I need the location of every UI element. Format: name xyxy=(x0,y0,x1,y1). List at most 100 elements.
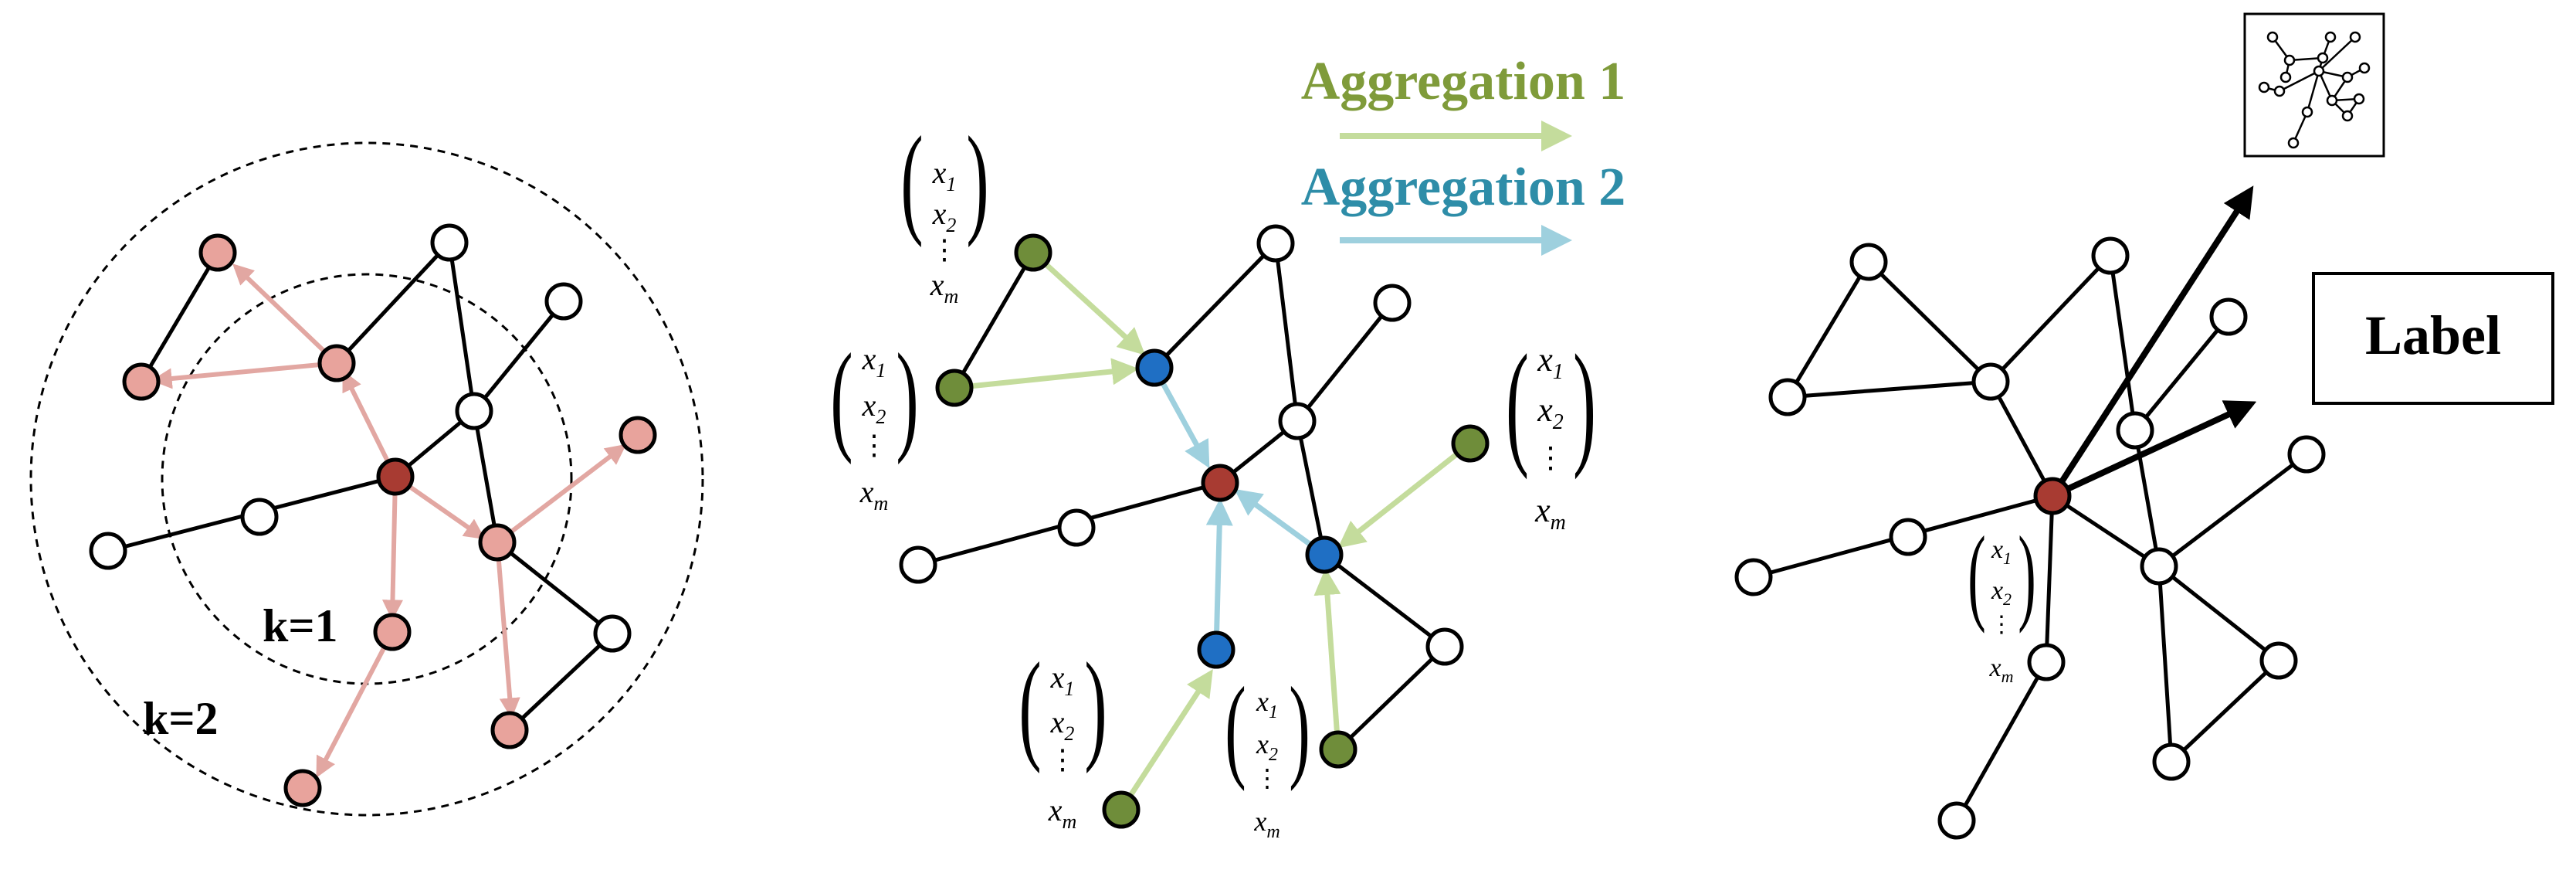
vector-entry: x xyxy=(930,267,944,302)
svg-text:xm: xm xyxy=(1048,793,1077,833)
outer-hop-ring xyxy=(29,141,704,817)
vector-entry: x xyxy=(1991,576,2003,605)
label-output-box: Label xyxy=(2312,272,2554,405)
panel-neighborhood: k=1 k=2 xyxy=(29,141,704,817)
feature-vector: ( ) x1 x2 ⋮ xm xyxy=(1019,637,1107,833)
svg-text:(: ( xyxy=(1225,664,1246,792)
vector-entry: x xyxy=(862,388,876,423)
graph-nodes xyxy=(899,224,1490,829)
svg-text:xm: xm xyxy=(930,267,959,307)
outer-ring-label: k=2 xyxy=(143,693,219,744)
feature-vector: ( ) x1 x2 ⋮ xm xyxy=(1506,325,1596,535)
svg-text:x2: x2 xyxy=(932,196,957,236)
vector-entry-subscript: 2 xyxy=(876,406,886,428)
graph-level-output-box xyxy=(2243,12,2385,158)
panel-prediction: Label xyxy=(1734,12,2554,840)
vector-ellipsis: ⋮ xyxy=(1990,612,2013,637)
feature-vector: ( ) x1 x2 ⋮ xm xyxy=(830,328,918,515)
vector-entry: x xyxy=(932,196,947,231)
svg-text:): ) xyxy=(1084,637,1107,773)
graph-edges xyxy=(917,242,1446,751)
vector-entry-subscript: 2 xyxy=(946,214,956,236)
svg-text:): ) xyxy=(2018,514,2035,634)
inner-hop-ring xyxy=(161,273,573,685)
svg-text:): ) xyxy=(966,110,988,247)
panel-aggregation: Aggregation 1 Aggregation 2 xyxy=(899,52,1626,829)
svg-text:xm: xm xyxy=(1253,806,1280,842)
svg-text:xm: xm xyxy=(1534,491,1566,535)
svg-text:x1: x1 xyxy=(1050,660,1075,700)
svg-text:): ) xyxy=(896,328,918,464)
graph-edges xyxy=(1753,254,2308,822)
vector-entry: x xyxy=(1048,793,1063,827)
vector-entry-subscript: 2 xyxy=(2003,589,2012,609)
svg-text:x1: x1 xyxy=(1537,341,1564,384)
aggregation-1-arrows xyxy=(954,250,1473,811)
vector-entry-subscript: 2 xyxy=(1553,410,1564,434)
svg-text:x1: x1 xyxy=(862,341,886,382)
legend-aggregation-2-label: Aggregation 2 xyxy=(1301,158,1626,217)
graph-nodes xyxy=(89,223,657,807)
vector-entry: x xyxy=(859,474,874,509)
vector-entry-subscript: m xyxy=(873,492,888,515)
graph-edges xyxy=(107,241,614,732)
vector-ellipsis: ⋮ xyxy=(930,234,958,265)
svg-text:(: ( xyxy=(900,110,923,247)
svg-text:(: ( xyxy=(1506,325,1529,480)
svg-text:x2: x2 xyxy=(1537,391,1564,434)
label-output-arrow xyxy=(2051,400,2257,499)
svg-text:(: ( xyxy=(1968,514,1985,634)
vector-entry-subscript: 1 xyxy=(1553,360,1564,384)
vector-entry-subscript: m xyxy=(1062,810,1076,833)
vector-entry: x xyxy=(932,155,947,190)
feature-vector: ( ) x1 x2 ⋮ xm xyxy=(1225,664,1310,842)
vector-entry: x xyxy=(1537,341,1553,379)
vector-entry: x xyxy=(1256,729,1269,759)
vector-ellipsis: ⋮ xyxy=(1536,442,1565,474)
vector-entry: x xyxy=(1537,391,1553,429)
graph-nodes xyxy=(1734,236,2326,840)
svg-text:xm: xm xyxy=(859,474,889,515)
vector-entry-subscript: m xyxy=(944,285,958,307)
svg-text:x2: x2 xyxy=(1256,729,1278,765)
vector-entry: x xyxy=(1050,660,1065,695)
vector-entry-subscript: 1 xyxy=(876,359,886,382)
svg-text:x2: x2 xyxy=(1050,705,1075,745)
svg-text:xm: xm xyxy=(1989,654,2014,686)
vector-entry-subscript: m xyxy=(2001,667,2014,686)
vector-entry-subscript: 1 xyxy=(946,173,956,195)
svg-text:x2: x2 xyxy=(862,388,886,428)
output-label-text: Label xyxy=(2365,304,2501,366)
svg-text:(: ( xyxy=(1019,637,1041,773)
feature-vector: ( ) x1 x2 ⋮ xm xyxy=(900,110,988,307)
vector-ellipsis: ⋮ xyxy=(1255,764,1280,792)
legend-aggregation-1-label: Aggregation 1 xyxy=(1301,52,1626,111)
svg-text:x1: x1 xyxy=(1256,686,1278,722)
vector-entry: x xyxy=(1534,491,1551,529)
vector-entry-subscript: m xyxy=(1551,511,1566,535)
vector-entry-subscript: m xyxy=(1266,822,1280,842)
vector-entry: x xyxy=(1256,686,1269,717)
vector-entry-subscript: 1 xyxy=(2003,549,2012,568)
vector-entry-subscript: 1 xyxy=(1269,702,1278,722)
feature-vectors: ( ) x1 x2 ⋮ xm ( ) x1 x2 ⋮ xm ( ) x1 x2 … xyxy=(830,110,2035,842)
vector-ellipsis: ⋮ xyxy=(1049,744,1076,775)
propagation-arrows xyxy=(151,263,627,778)
svg-text:x2: x2 xyxy=(1991,576,2012,609)
graph-output-arrow xyxy=(2049,185,2254,498)
vector-entry: x xyxy=(1989,654,2001,682)
vector-entry-subscript: 2 xyxy=(1064,722,1074,745)
vector-entry: x xyxy=(1050,705,1065,739)
svg-text:x1: x1 xyxy=(932,155,957,195)
vector-entry-subscript: 2 xyxy=(1269,745,1278,765)
vector-entry: x xyxy=(1253,806,1266,837)
vector-entry-subscript: 1 xyxy=(1064,678,1074,700)
vector-entry: x xyxy=(862,341,876,376)
svg-text:): ) xyxy=(1573,325,1596,480)
vector-ellipsis: ⋮ xyxy=(860,430,888,460)
svg-text:x1: x1 xyxy=(1991,535,2012,568)
svg-text:(: ( xyxy=(830,328,852,464)
vector-entry: x xyxy=(1991,535,2003,564)
feature-vector: ( ) x1 x2 ⋮ xm xyxy=(1968,514,2035,686)
